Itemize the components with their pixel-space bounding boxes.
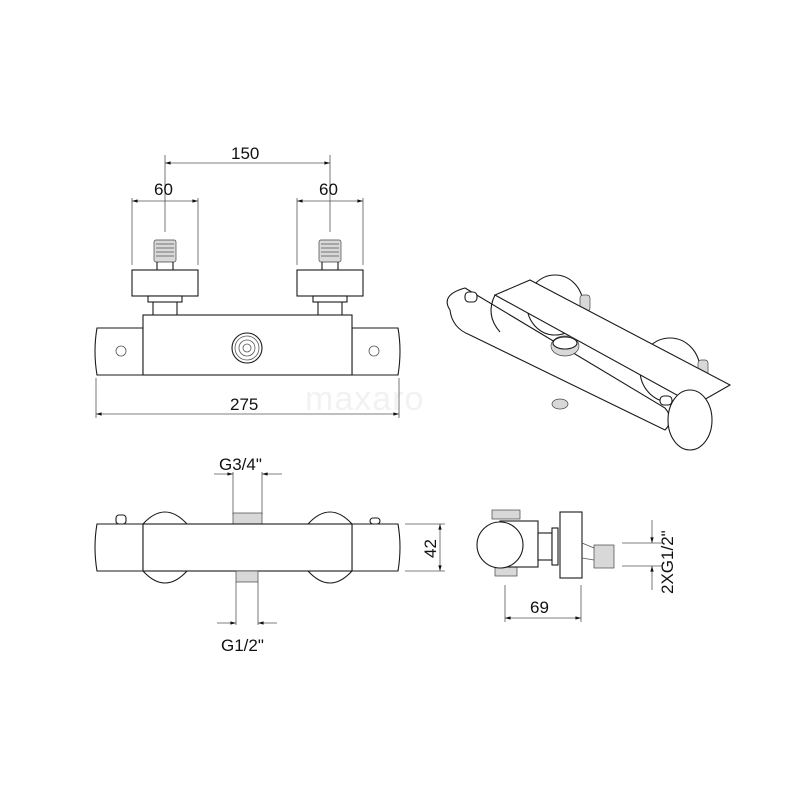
dim-right-flange: 60 — [319, 180, 338, 199]
outlet-fitting — [231, 332, 263, 364]
flange-right — [296, 269, 364, 297]
dim-height: 42 — [421, 539, 440, 558]
side-flange — [559, 511, 583, 579]
end-cap-right — [351, 327, 401, 376]
dim-bottom-connection: G1/2" — [221, 636, 264, 655]
valve-body — [142, 314, 353, 376]
isometric-view — [446, 274, 732, 451]
top-valve-body — [142, 523, 353, 572]
top-view: G3/4" G1/2" 42 — [94, 455, 445, 655]
dim-total-width: 275 — [230, 395, 258, 414]
watermark: maxaro — [305, 380, 424, 418]
dim-inlets: 2XG1/2" — [658, 530, 677, 594]
dim-top-connection: G3/4" — [219, 455, 262, 474]
thread-left — [153, 239, 177, 263]
iso-body — [493, 279, 732, 406]
flange-left — [131, 269, 199, 297]
front-view: 150 60 60 — [94, 144, 401, 418]
thread-right — [318, 239, 342, 263]
dim-spacing: 150 — [231, 144, 259, 163]
side-knob — [476, 521, 524, 569]
end-cap-left — [94, 327, 144, 376]
dim-depth: 69 — [530, 598, 549, 617]
iso-end-cap — [667, 389, 713, 451]
side-view: 2XG1/2" 69 — [476, 509, 677, 622]
dim-left-flange: 60 — [154, 180, 173, 199]
